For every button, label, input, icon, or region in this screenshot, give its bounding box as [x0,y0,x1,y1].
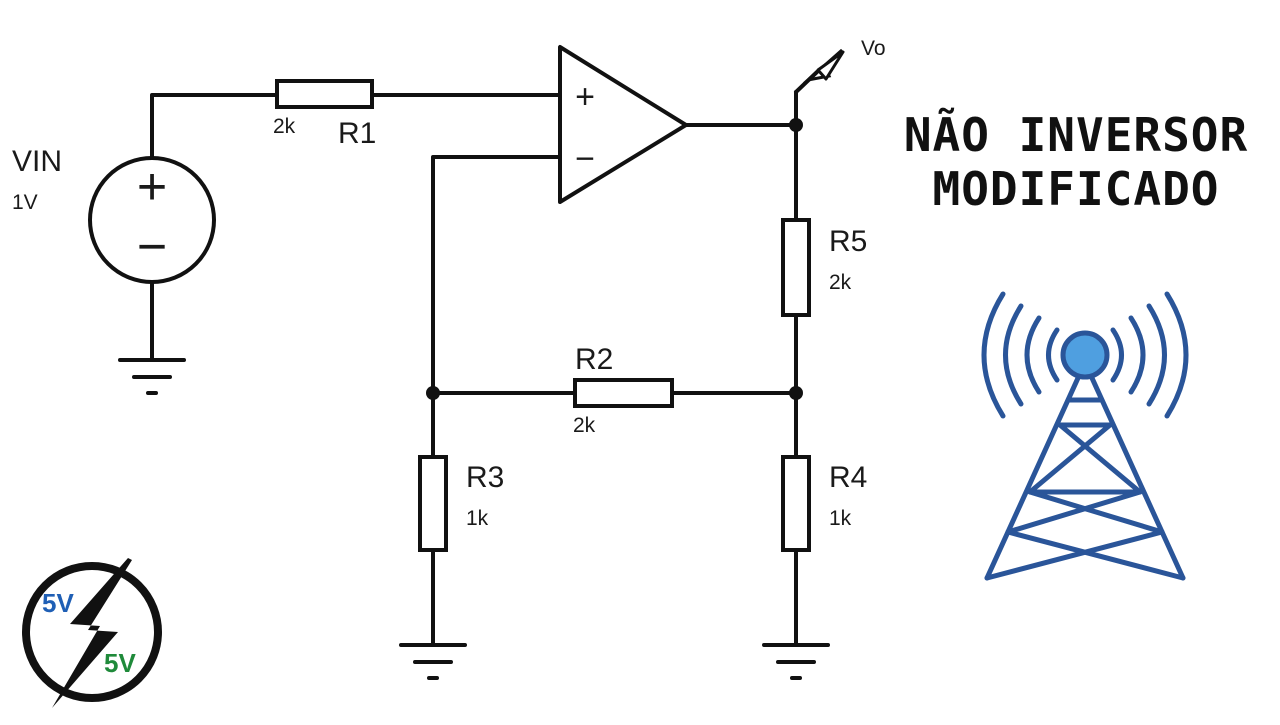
junction-r2-right [789,386,803,400]
source-plus-sign: + [137,158,167,216]
ground-symbols [118,358,830,680]
voltage-source [88,156,216,284]
r4-name: R4 [829,461,867,494]
lightning-bolt-icon: 5V 5V [22,558,162,708]
logo-text-bottom: 5V [104,648,136,678]
r5-name: R5 [829,225,867,258]
op-amp [558,45,688,204]
r2-name: R2 [575,343,613,376]
wires [150,70,819,647]
opamp-minus-sign: − [575,140,595,178]
junctions [426,118,803,400]
resistor-r1 [275,79,374,109]
resistor-r4 [781,455,811,552]
resistor-r2 [573,378,674,408]
r3-value: 1k [466,507,489,530]
source-value: 1V [12,191,38,214]
ground-icon [399,643,467,680]
output-label: Vo [861,37,886,60]
radio-tower-icon [981,291,1189,581]
r3-name: R3 [466,461,504,494]
resistor-r5 [781,218,811,317]
resistor-bodies [275,79,811,552]
junction-output [789,118,803,132]
source-name: VIN [12,145,62,178]
junction-r2-left [426,386,440,400]
source-minus-sign: − [137,218,167,276]
title-line-1: NÃO INVERSOR [903,108,1249,162]
title-line-2: MODIFICADO [932,162,1220,216]
r1-value: 2k [273,115,296,138]
output-arrow-icon [816,50,845,81]
ground-icon [762,643,830,680]
opamp-plus-sign: + [575,78,595,116]
r1-name: R1 [338,117,376,150]
logo-text-top: 5V [42,588,74,618]
antenna-bulb-icon [1060,330,1110,380]
resistor-r3 [418,455,448,552]
r5-value: 2k [829,271,852,294]
ground-icon [118,358,186,395]
r2-value: 2k [573,414,596,437]
r4-value: 1k [829,507,852,530]
